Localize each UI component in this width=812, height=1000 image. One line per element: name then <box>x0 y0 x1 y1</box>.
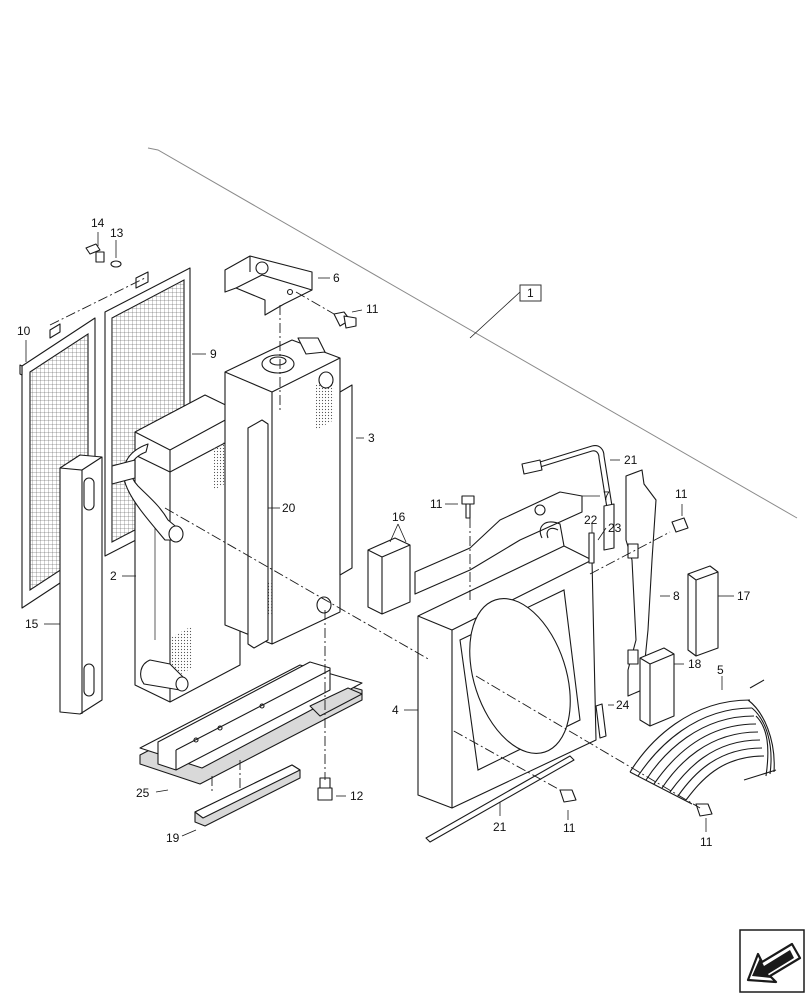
pin-part-24 <box>595 703 607 739</box>
callout-11-right: 11 <box>675 487 688 501</box>
callout-23: 23 <box>608 521 622 535</box>
plate-part-7 <box>414 491 583 595</box>
callout-21-lower: 21 <box>493 820 507 834</box>
callout-6: 6 <box>333 271 340 285</box>
callout-11-bottom: 11 <box>563 821 576 835</box>
pad-part-19 <box>194 764 301 827</box>
callout-12: 12 <box>350 789 364 803</box>
callout-11-mid: 11 <box>430 497 443 511</box>
callout-18: 18 <box>688 657 702 671</box>
callout-25: 25 <box>136 786 150 800</box>
bolt-part-11-far-right <box>695 803 713 817</box>
bracket-part-6 <box>224 255 313 316</box>
strip-part-15 <box>59 454 103 715</box>
seal-strip-part-20 <box>247 419 269 649</box>
callout-24: 24 <box>616 698 630 712</box>
radiator-part-2 <box>111 394 241 703</box>
callout-22: 22 <box>584 513 598 527</box>
fan-shroud-part-4 <box>417 521 597 809</box>
callout-21-upper: 21 <box>624 453 638 467</box>
callout-1: 1 <box>527 286 534 300</box>
foam-block-part-18 <box>639 647 675 727</box>
callout-1-box <box>519 284 542 302</box>
callout-2: 2 <box>110 569 117 583</box>
base-plate-part-25 <box>139 661 363 785</box>
rod-upper-part-21 <box>521 445 615 551</box>
callout-5: 5 <box>717 663 724 677</box>
callout-11-top: 11 <box>366 302 379 316</box>
assembly-boundary-line <box>147 147 798 519</box>
callout-15: 15 <box>25 617 39 631</box>
bolt-part-11-right <box>671 517 689 533</box>
arrow-back-icon[interactable] <box>739 929 805 993</box>
washer-part-13 <box>110 260 122 268</box>
bolt-part-12 <box>317 777 333 801</box>
callout-13: 13 <box>110 226 124 240</box>
wing-nut-part-14 <box>85 243 105 263</box>
fan-guard-part-5 <box>629 679 777 805</box>
foam-block-part-17 <box>687 565 719 657</box>
callout-14: 14 <box>91 216 105 230</box>
callout-7: 7 <box>603 489 610 503</box>
callout-10: 10 <box>17 324 31 338</box>
callout-20: 20 <box>282 501 296 515</box>
callout-17: 17 <box>737 589 751 603</box>
bolt-part-11-mid <box>461 495 475 519</box>
block-part-16 <box>367 537 411 615</box>
bolt-part-11-bottom <box>559 789 577 803</box>
callout-16: 16 <box>392 510 406 524</box>
radiator-part-3 <box>224 337 353 645</box>
callout-4: 4 <box>392 703 399 717</box>
bolt-part-11-top <box>333 311 357 329</box>
callout-8: 8 <box>673 589 680 603</box>
callout-11-far-right: 11 <box>700 835 713 849</box>
callout-19: 19 <box>166 831 180 845</box>
pin-part-22 <box>588 532 595 564</box>
callout-9: 9 <box>210 347 217 361</box>
callout-3: 3 <box>368 431 375 445</box>
